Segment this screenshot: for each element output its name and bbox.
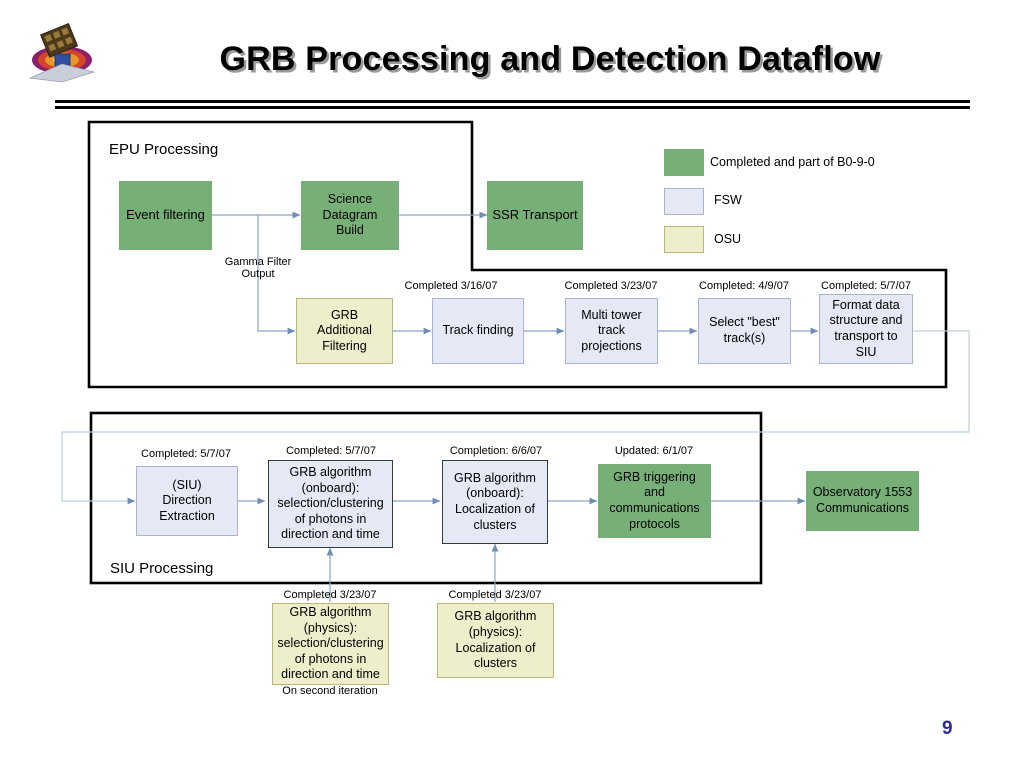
- node-event-filtering[interactable]: Event filtering: [119, 181, 212, 250]
- node-track-finding[interactable]: Track finding: [432, 298, 524, 364]
- legend-swatch-osu: [664, 226, 704, 253]
- caption-multi-tower: Completed 3/23/07: [564, 280, 658, 292]
- page-title: GRB Processing and Detection Dataflow: [219, 40, 881, 78]
- node-grb-algorithm-physics-selection[interactable]: GRB algorithm(physics):selection/cluster…: [272, 603, 389, 685]
- caption-grb-physics-localization: Completed 3/23/07: [448, 589, 542, 601]
- page-number: 9: [942, 718, 953, 739]
- node-grb-algorithm-onboard-selection[interactable]: GRB algorithm(onboard):selection/cluster…: [268, 460, 393, 548]
- legend-swatch-completed: [664, 149, 704, 176]
- caption-grb-onboard-selection: Completed: 5/7/07: [286, 445, 376, 457]
- caption-select-best: Completed: 4/9/07: [699, 280, 789, 292]
- caption-siu-direction: Completed: 5/7/07: [141, 448, 231, 460]
- caption-grb-physics-selection: Completed 3/23/07: [283, 589, 377, 601]
- node-select-best-track[interactable]: Select "best"track(s): [698, 298, 791, 364]
- siu-container-label: SIU Processing: [110, 560, 214, 577]
- node-ssr-transport[interactable]: SSR Transport: [487, 181, 583, 250]
- legend-swatch-fsw: [664, 188, 704, 215]
- caption-grb-onboard-localization: Completion: 6/6/07: [449, 445, 543, 457]
- caption-track-finding: Completed 3/16/07: [404, 280, 498, 292]
- legend-label-fsw: FSW: [714, 193, 742, 207]
- legend-label-osu: OSU: [714, 232, 742, 246]
- header-rule-bottom: [55, 106, 970, 109]
- header-rule-top: [55, 100, 970, 103]
- epu-container-label: EPU Processing: [109, 141, 219, 158]
- glast-observatory-logo: [22, 20, 102, 92]
- caption-format-data: Completed: 5/7/07: [821, 280, 911, 292]
- caption-grb-triggering: Updated: 6/1/07: [614, 445, 694, 457]
- legend-label-completed: Completed and part of B0-9-0: [710, 155, 875, 169]
- note-on-second-iteration: On second iteration: [282, 685, 378, 697]
